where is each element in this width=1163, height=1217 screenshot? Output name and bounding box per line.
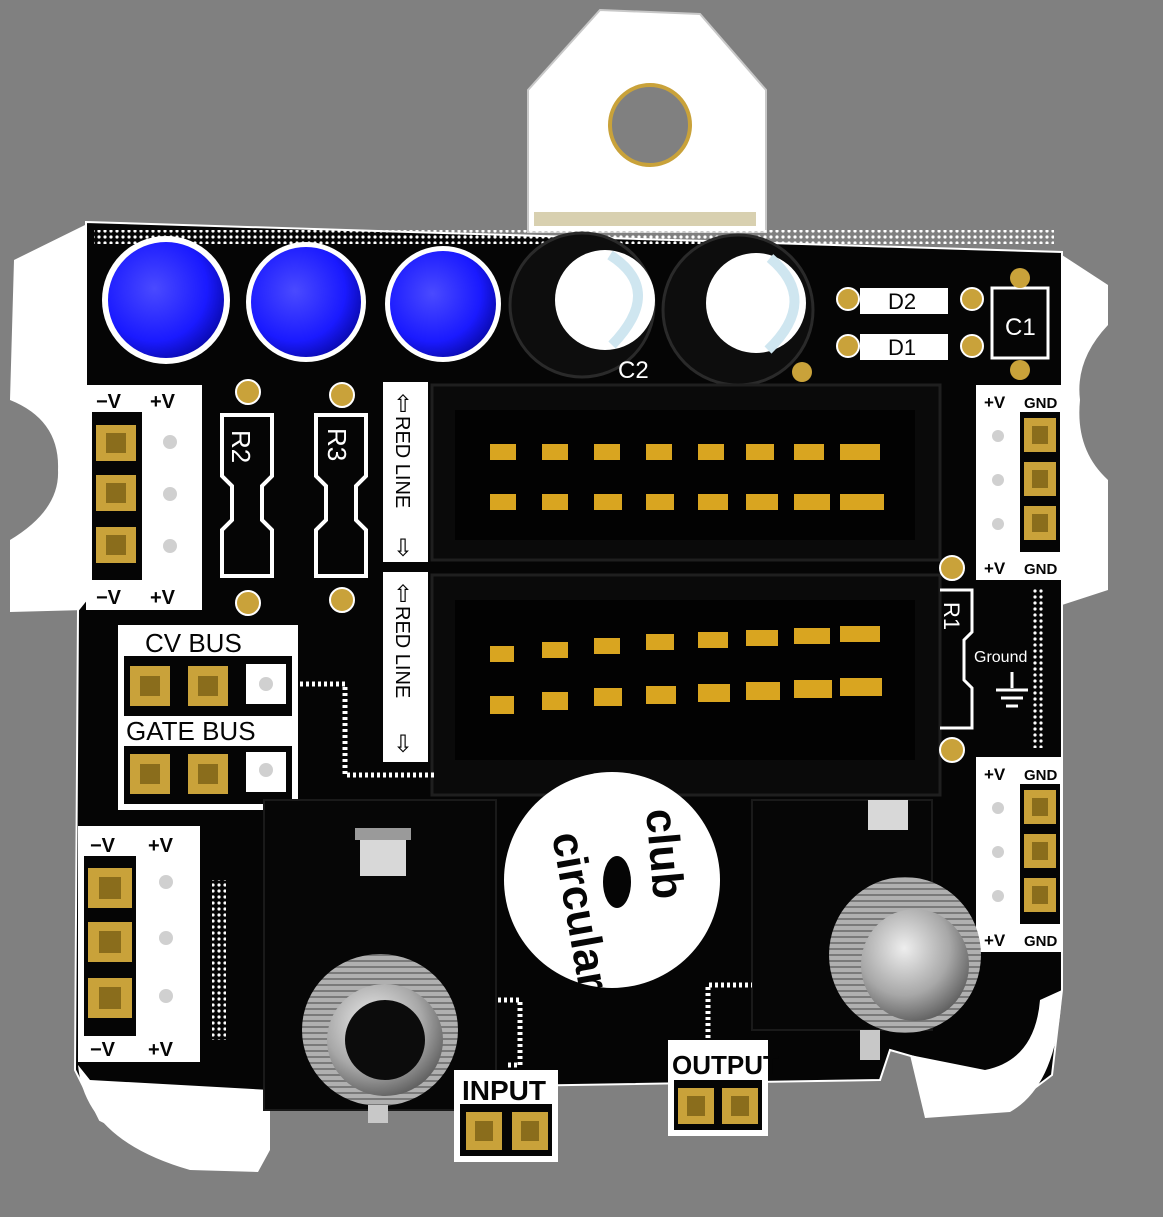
label-output: OUTPUT	[672, 1050, 779, 1080]
arrow-down-icon: ⇩	[393, 535, 413, 562]
capacitors: C2	[508, 231, 815, 387]
mounting-hole-icon	[608, 83, 692, 167]
svg-text:+V: +V	[148, 835, 174, 857]
label-d1: D1	[888, 335, 916, 360]
arrow-up-icon: ⇧	[393, 581, 413, 608]
red-line-label-2: RED LINE	[391, 606, 413, 698]
svg-text:+V: +V	[148, 1039, 174, 1061]
svg-text:+V: +V	[150, 587, 176, 609]
svg-text:GND: GND	[1024, 933, 1058, 950]
svg-text:+V: +V	[984, 765, 1006, 784]
label-r3: R3	[322, 428, 352, 461]
diodes: D2 D1 C1	[792, 268, 1050, 382]
label-c2: C2	[618, 357, 649, 384]
svg-text:−V: −V	[90, 835, 116, 857]
logo-text-2: club	[636, 807, 693, 901]
power-header-top-right: +V GND +V GND	[976, 385, 1062, 580]
label-cv-bus: CV BUS	[145, 628, 242, 658]
svg-text:+V: +V	[984, 393, 1006, 412]
red-line-label-1: RED LINE	[391, 416, 413, 508]
svg-text:+V: +V	[150, 391, 176, 413]
power-header-top-left: −V +V −V +V	[86, 385, 202, 610]
resistors: R2 R3	[220, 379, 368, 616]
red-line-markers: ⇧ RED LINE ⇩ ⇧ RED LINE ⇩	[383, 382, 428, 762]
label-c1: C1	[1005, 314, 1036, 341]
input-jack	[263, 799, 497, 1123]
label-r2: R2	[226, 430, 256, 463]
svg-text:+V: +V	[984, 559, 1006, 578]
io-labels: INPUT OUTPUT	[454, 982, 779, 1162]
ground-symbol-icon	[996, 672, 1028, 708]
label-gate-bus: GATE BUS	[126, 716, 256, 746]
r1-ground: R1 Ground	[939, 555, 1044, 763]
logo-icon: circular club	[504, 772, 720, 993]
svg-text:GND: GND	[1024, 561, 1058, 578]
power-header-bottom-left: −V +V −V +V	[78, 826, 226, 1062]
power-header-bottom-right: +V GND +V GND	[976, 757, 1062, 952]
svg-text:GND: GND	[1024, 395, 1058, 412]
svg-text:−V: −V	[96, 587, 122, 609]
label-input: INPUT	[462, 1075, 546, 1106]
arrow-up-icon: ⇧	[393, 391, 413, 418]
idc-header-top	[430, 383, 942, 562]
svg-text:GND: GND	[1024, 767, 1058, 784]
bus-headers: CV BUS GATE BUS	[118, 625, 435, 810]
idc-header-bottom	[430, 573, 942, 797]
svg-text:+V: +V	[984, 931, 1006, 950]
label-r1: R1	[939, 602, 964, 630]
label-ground: Ground	[974, 649, 1027, 666]
output-jack	[751, 799, 981, 1060]
arrow-down-icon: ⇩	[393, 731, 413, 758]
label-d2: D2	[888, 289, 916, 314]
mounting-tab	[527, 8, 767, 233]
svg-text:−V: −V	[90, 1039, 116, 1061]
svg-text:−V: −V	[96, 391, 122, 413]
led-row	[102, 236, 501, 364]
